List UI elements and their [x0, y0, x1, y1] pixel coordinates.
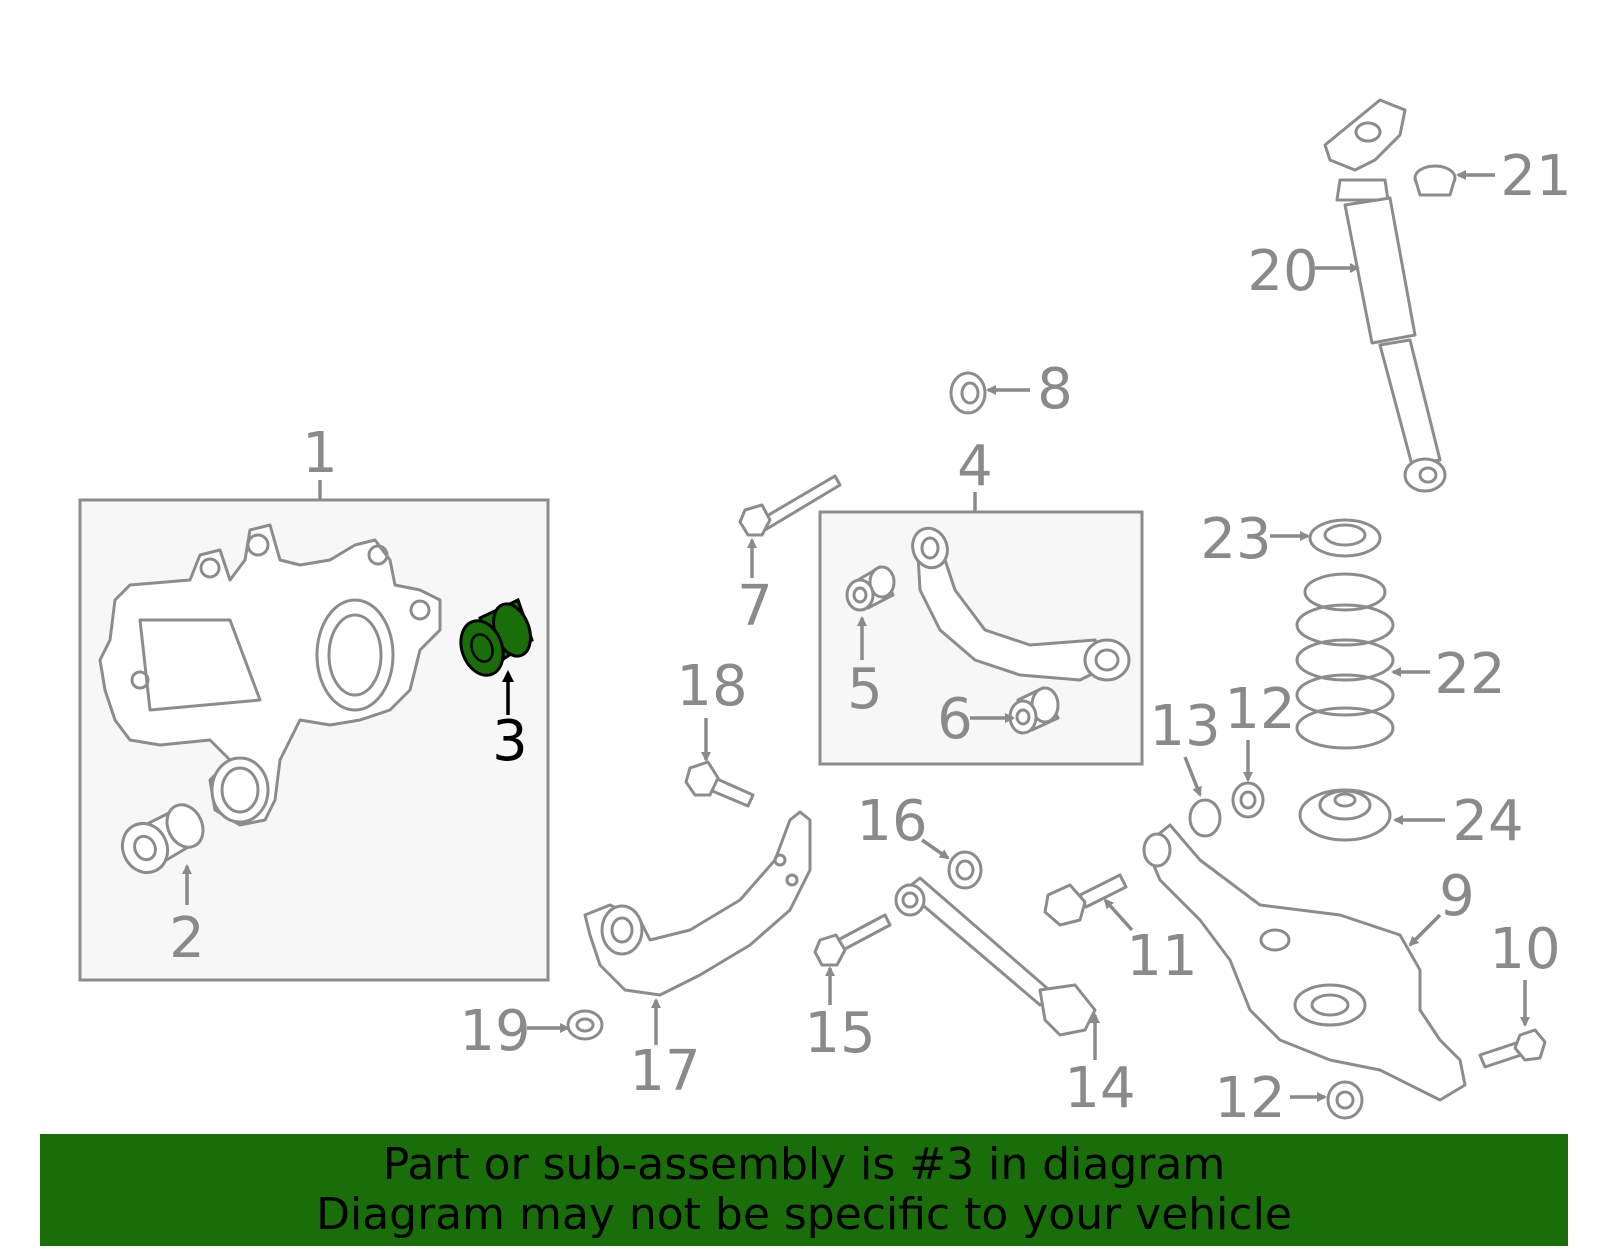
bolt-part-10: 10 [1478, 917, 1561, 1069]
bolt-part-7: 7 [737, 474, 842, 639]
bushing-part-2: 2 [120, 803, 205, 971]
bolt-part-18: 18 [676, 654, 755, 808]
trailing-arm-part-17: 17 [583, 810, 812, 1104]
banner-background [40, 1134, 1568, 1246]
callout-5: 5 [847, 657, 883, 722]
nut-part-16: 16 [856, 789, 983, 890]
callout-24: 24 [1452, 789, 1523, 854]
callout-12-upper: 12 [1224, 677, 1295, 742]
callout-14: 14 [1064, 1056, 1135, 1121]
lower-arm-part-9: 9 [1142, 823, 1475, 1102]
ring-part-13: 13 [1149, 694, 1222, 838]
callout-10: 10 [1489, 917, 1560, 982]
callout-12-lower: 12 [1214, 1066, 1285, 1131]
shock-absorber-part-20: 20 [1247, 98, 1447, 493]
nut-part-12-lower: 12 [1214, 1066, 1364, 1131]
callout-22: 22 [1434, 642, 1505, 707]
bolt-part-15: 15 [804, 913, 892, 1066]
callout-9: 9 [1439, 864, 1475, 929]
callout-11: 11 [1126, 924, 1197, 989]
knuckle-part [98, 523, 442, 827]
callout-13: 13 [1149, 694, 1220, 759]
banner-line-2: Diagram may not be specific to your vehi… [316, 1189, 1292, 1240]
upper-arm-part [911, 526, 1131, 682]
callout-1: 1 [302, 421, 338, 486]
callout-2: 2 [169, 906, 205, 971]
callout-7: 7 [737, 574, 773, 639]
bushing-part-5: 5 [845, 565, 896, 722]
callout-20: 20 [1247, 239, 1318, 304]
bump-stop-part-21: 21 [1413, 144, 1572, 209]
callout-6: 6 [937, 687, 973, 752]
coil-spring-part-22: 22 [1295, 572, 1506, 750]
nut-part-12-upper: 12 [1224, 677, 1296, 819]
info-banner: Part or sub-assembly is #3 in diagram Di… [40, 1134, 1568, 1246]
callout-15: 15 [804, 1001, 875, 1066]
banner-line-1: Part or sub-assembly is #3 in diagram [382, 1139, 1226, 1190]
callout-19: 19 [459, 999, 530, 1064]
callout-16: 16 [856, 789, 927, 854]
nut-part-19: 19 [459, 999, 604, 1064]
callout-21: 21 [1500, 144, 1571, 209]
nut-part-8: 8 [949, 357, 1073, 422]
callout-17: 17 [629, 1039, 700, 1104]
bolt-part-11: 11 [1043, 873, 1198, 989]
callout-3: 3 [492, 709, 528, 774]
callout-23: 23 [1200, 507, 1271, 572]
callout-8: 8 [1037, 357, 1073, 422]
toe-link-part-14: 14 [894, 876, 1136, 1121]
bushing-part-6: 6 [937, 686, 1060, 752]
bushing-part-3-highlighted: 3 [459, 597, 534, 774]
spring-seat-part-24: 24 [1298, 788, 1524, 854]
callout-18: 18 [676, 654, 747, 719]
spring-seat-part-23: 23 [1200, 507, 1382, 572]
callout-4: 4 [957, 434, 993, 499]
